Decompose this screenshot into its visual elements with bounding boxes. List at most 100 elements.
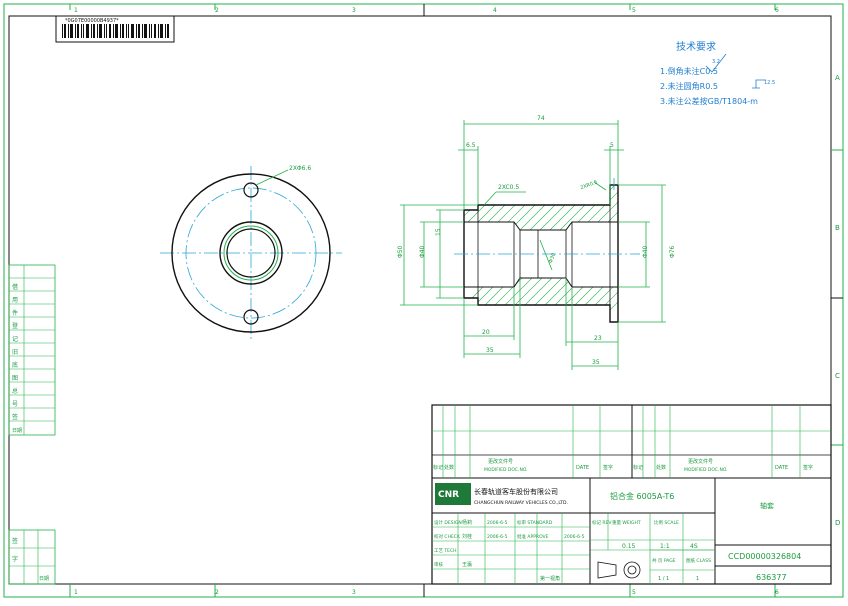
rev-date-label: DATE [576,465,589,471]
company-logo-text: CNR [438,490,459,500]
hole-leader [255,169,289,186]
strip-label-3: 件 [12,309,18,317]
strip-label-4: 登 [12,322,18,330]
right-zone-a: A [835,74,840,82]
roughness-symbol [705,53,727,73]
strip-label-7: 底 [12,361,18,369]
rev-mark-label-2: 标记 [633,464,643,471]
rev-mark-label: 标记 [433,464,443,471]
rev-date-label-2: DATE [775,465,788,471]
mark-label: 标记 REV [592,519,612,526]
class-value-2: 4S [690,543,698,550]
bottom-zone-1: 1 [74,589,78,596]
projection-label: 第一视角 [540,575,560,582]
company-name-en: CHANGCHUN RAILWAY VEHICLES CO.,LTD. [474,500,568,506]
top-zone-ticks [69,4,843,597]
rev-sign-label-2: 签字 [803,464,813,471]
barcode-text: *0G07E00000B4937* [65,18,119,24]
rev-modified-label-2: MODIFIED DOC.NO. [684,467,728,473]
gdt-symbol [752,79,766,89]
dim-outer-dia: Φ50 [397,245,404,258]
section-dimensions [400,120,666,370]
strip-label-10: 号 [12,401,18,408]
part-name: 轴套 [760,501,774,510]
dim-bottom-left: 20 [482,329,490,336]
projection-symbol [597,561,641,579]
material: 铝合金 6005A-T6 [610,491,674,501]
designer-name: 杨莉 [462,519,472,526]
outer-border [3,3,844,598]
design-date: 2006-6-5 [487,520,508,526]
strip-bottom-label-3: 日期 [39,576,49,582]
right-zone-c: C [835,372,840,380]
rev-change-label-2: 更改文件号 [688,458,713,465]
dim-left-flange: 6.5 [466,142,476,149]
tech-req-item-3: 3.未注公差按GB/T1804-m [660,96,758,106]
company-logo [435,483,471,505]
strip-bottom-label-2: 字 [12,555,18,563]
drawing-number: CCD00000326804 [728,552,801,561]
dim-left-dia: Φ40 [419,245,426,258]
tech-label: 工艺 TECH [434,548,457,554]
rev-change-label: 更改文件号 [488,458,513,465]
dim-mid-dia: Φ30 [548,252,557,264]
top-zone-2: 2 [215,7,219,14]
dim-bottom-left-2: 35 [486,347,494,354]
barcode [55,15,175,43]
dim-bore-left: 15 [435,228,442,236]
dim-chamfer-right: 2XR0.5 [580,179,599,191]
short-number: 636377 [756,573,787,582]
bottom-zone-2: 2 [215,589,219,596]
hole-callout: 2XΦ6.6 [289,165,311,172]
roughness-value: 3.2 [712,59,720,65]
strip-label-6: 旧 [12,349,18,356]
dim-bottom-right-2: 35 [592,359,600,366]
tech-req-title: 技术要求 [676,40,716,53]
right-zone-b: B [835,224,840,232]
dim-right-bore: Φ40 [642,245,649,258]
strip-label-8: 图 [12,375,18,382]
roughness-value-2: 12.5 [764,80,775,86]
strip-label-5: 记 [12,336,18,343]
strip-label-2: 用 [12,297,18,304]
check-date: 2006-6-5 [487,534,508,540]
approve-date: 2006-6-5 [564,534,585,540]
top-zone-5: 5 [632,7,636,14]
dim-bottom-right: 23 [594,335,602,342]
bottom-zone-5: 5 [632,589,636,596]
dim-overall-length: 74 [537,115,545,122]
scale-label: 比例 SCALE [654,519,679,526]
rev-sign-label: 签字 [603,464,613,471]
strip-label-11: 签 [12,413,18,421]
check-label: 校对 CHECK [434,533,461,540]
weight-label: 重量 WEIGHT [612,519,641,526]
tech-req-item-2: 2.未注圆角R0.5 [660,81,718,91]
top-zone-3: 3 [352,7,356,14]
top-zone-6: 6 [775,7,779,14]
rev-count-label: 处数 [444,464,454,471]
tech-req-item-1: 1.倒角未注C0.5 [660,66,718,76]
weight-value: 0.15 [622,543,636,550]
strip-label-12: 日期 [12,428,22,434]
design-label: 设计 DESIGN [434,519,462,526]
dim-right-flange: 5 [610,142,614,149]
scale-value: 1:1 [660,543,670,550]
bottom-zone-6: 6 [775,589,779,596]
bottom-zone-3: 3 [352,589,356,596]
class-label: 图纸 CLASS [686,557,711,564]
dim-chamfer-left: 2XC0.5 [498,184,519,191]
class-value: 1 [696,576,699,582]
title-block [431,404,832,585]
section-view [454,178,640,323]
approve-label: 批准 APPROVE [517,533,549,540]
strip-label-9: 总 [12,387,18,395]
strip-bottom-label-1: 签 [12,537,18,545]
approver-name: 王瀛 [462,561,472,568]
top-zone-4: 4 [493,7,497,14]
dim-right-outer: Φ76 [669,245,676,258]
strip-label-1: 借 [12,283,18,291]
top-zone-1: 1 [74,7,78,14]
rev-modified-label: MODIFIED DOC.NO. [484,467,528,473]
